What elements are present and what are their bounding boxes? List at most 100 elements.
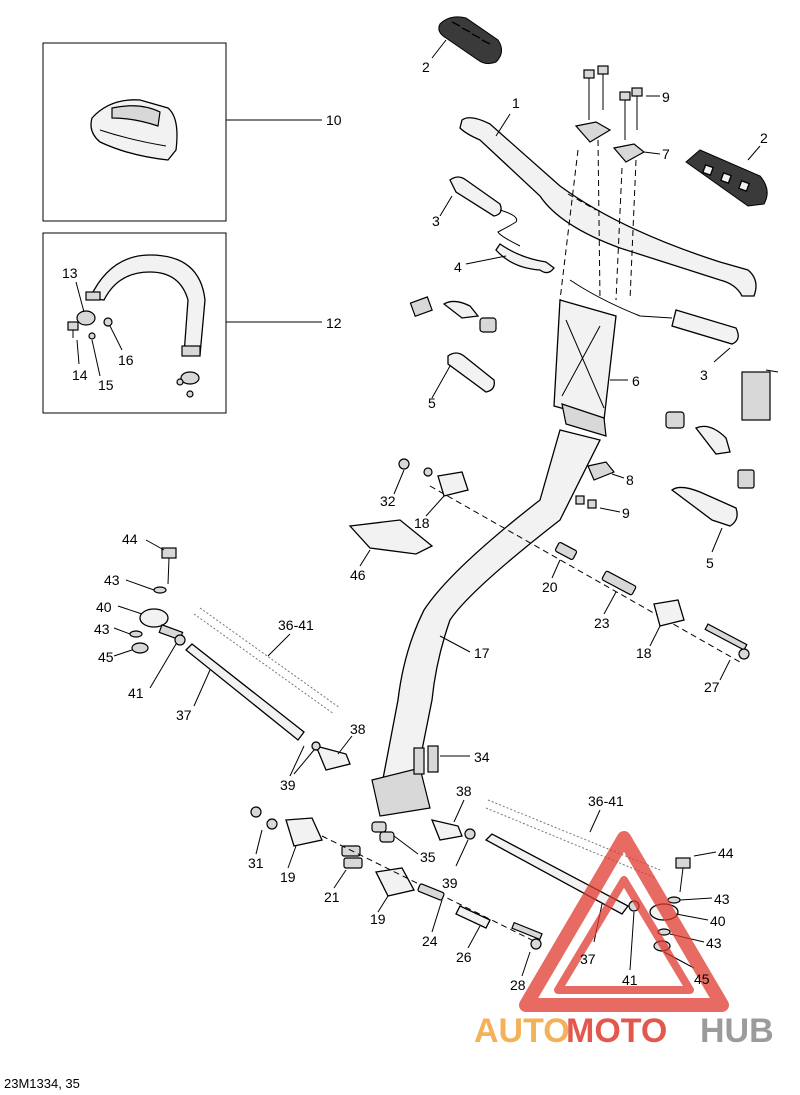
cable-guide-4[interactable] — [495, 243, 555, 274]
callout-43d: 43 — [706, 935, 722, 951]
bracket-19-b[interactable] — [375, 867, 415, 897]
callout-6: 6 — [632, 373, 640, 389]
clamp-13-lower[interactable] — [176, 371, 200, 398]
callout-34: 34 — [474, 749, 490, 765]
bolt-44-right[interactable] — [675, 857, 691, 893]
callout-26: 26 — [456, 949, 472, 965]
nut-45-left[interactable] — [131, 642, 149, 654]
bushings-21[interactable] — [341, 845, 363, 869]
grip-2-right[interactable] — [685, 149, 768, 207]
bolt-9-d[interactable] — [631, 87, 643, 130]
callout-39a: 39 — [280, 777, 296, 793]
callout-5b: 5 — [706, 555, 714, 571]
bracket-19-a[interactable] — [285, 817, 323, 847]
tie-rod-assembly-36-41-left[interactable] — [193, 607, 341, 715]
riser-block-6[interactable] — [553, 299, 617, 437]
tie-rod-end-38-right[interactable] — [430, 819, 463, 841]
tie-rod-37-left[interactable] — [185, 643, 305, 741]
bushing-35[interactable] — [371, 821, 395, 843]
callout-23: 23 — [594, 615, 610, 631]
steering-column-17[interactable] — [371, 429, 601, 817]
tie-rod-end-40-left[interactable] — [139, 608, 184, 641]
heater-3-right[interactable] — [569, 279, 739, 345]
bolt-9-a[interactable] — [583, 69, 595, 120]
callout-24: 24 — [422, 933, 438, 949]
shaft-23[interactable] — [601, 570, 637, 596]
lever-5-left[interactable] — [409, 296, 497, 393]
callout-18a: 18 — [414, 515, 430, 531]
callout-8: 8 — [626, 472, 634, 488]
callout-37a: 37 — [176, 707, 192, 723]
bolt-27[interactable] — [704, 623, 750, 660]
heater-3-left[interactable] — [449, 176, 521, 247]
nut-16[interactable] — [103, 317, 113, 327]
bolt-9-lower[interactable] — [575, 495, 597, 509]
sleeve-24[interactable] — [417, 883, 445, 901]
callout-19b: 19 — [370, 911, 386, 927]
callout-12: 12 — [326, 315, 342, 331]
callout-2a: 2 — [422, 59, 430, 75]
washer-43-left-a[interactable] — [153, 586, 167, 594]
tie-rod-assembly-36-41-right[interactable] — [485, 799, 661, 879]
nut-31[interactable] — [250, 806, 278, 830]
bracket-18-b[interactable] — [653, 599, 685, 627]
clamp-7-b[interactable] — [612, 143, 646, 163]
cover-right[interactable] — [741, 369, 779, 421]
nut-32[interactable] — [398, 458, 410, 470]
handlebar-1[interactable] — [459, 117, 757, 297]
plate-46[interactable] — [348, 519, 434, 555]
callout-44a: 44 — [122, 531, 138, 547]
clamp-7-a[interactable] — [574, 121, 612, 143]
callout-27: 27 — [704, 679, 720, 695]
callout-4: 4 — [454, 259, 462, 275]
callout-37b: 37 — [580, 951, 596, 967]
callout-9b: 9 — [622, 505, 630, 521]
callout-1: 1 — [512, 95, 520, 111]
washer-39-right[interactable] — [464, 828, 476, 840]
callout-18b: 18 — [636, 645, 652, 661]
clamp-8[interactable] — [587, 461, 615, 481]
callout-17: 17 — [474, 645, 490, 661]
callout-16: 16 — [118, 352, 134, 368]
washer-15[interactable] — [88, 332, 96, 340]
grip-2-left[interactable] — [438, 16, 502, 65]
handle-loop-part[interactable] — [85, 254, 206, 357]
link-26[interactable] — [455, 905, 491, 929]
callout-38a: 38 — [350, 721, 366, 737]
callout-45a: 45 — [98, 649, 114, 665]
callout-2b: 2 — [760, 130, 768, 146]
callout-9a: 9 — [662, 89, 670, 105]
bolts-34[interactable] — [413, 745, 439, 775]
bolt-44-left[interactable] — [161, 547, 177, 585]
bolt-14[interactable] — [67, 321, 79, 338]
callout-5a: 5 — [428, 395, 436, 411]
bolt-28[interactable] — [511, 921, 543, 950]
washer-43-right-a[interactable] — [667, 896, 681, 904]
callout-43b: 43 — [94, 621, 110, 637]
callout-46: 46 — [350, 567, 366, 583]
bolt-9-c[interactable] — [619, 91, 631, 140]
callout-41b: 41 — [622, 972, 638, 988]
reference-code: 23M1334, 35 — [4, 1076, 80, 1091]
washer-43-left-b[interactable] — [129, 630, 143, 638]
callout-39b: 39 — [442, 875, 458, 891]
callout-45b: 45 — [694, 971, 710, 987]
watermark-logo — [519, 831, 729, 1012]
washer-39-left[interactable] — [311, 741, 321, 751]
callout-7: 7 — [662, 146, 670, 162]
lever-5-right[interactable] — [665, 411, 755, 527]
clamp-13[interactable] — [76, 310, 96, 326]
callout-3a: 3 — [432, 213, 440, 229]
callout-15: 15 — [98, 377, 114, 393]
callout-40a: 40 — [96, 599, 112, 615]
bolt-9-b[interactable] — [597, 65, 609, 110]
bracket-18-a[interactable] — [423, 467, 469, 497]
callout-43a: 43 — [104, 572, 120, 588]
spacer-20[interactable] — [554, 541, 578, 561]
nut-41-left[interactable] — [174, 634, 186, 646]
callout-43c: 43 — [714, 891, 730, 907]
inset-box-12 — [42, 232, 227, 414]
callout-41a: 41 — [128, 685, 144, 701]
handlebar-pad-part[interactable] — [90, 99, 178, 161]
